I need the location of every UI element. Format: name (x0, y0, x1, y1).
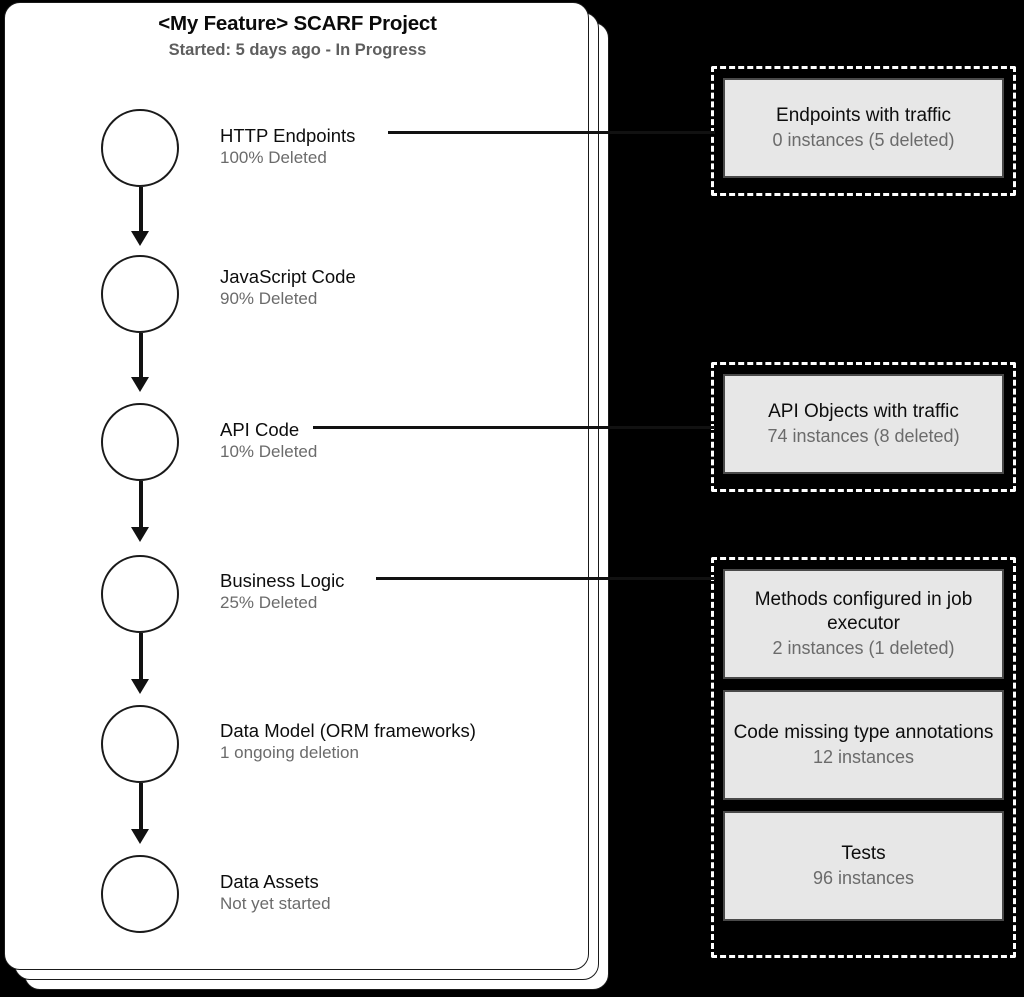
insight-group-api-objects[interactable]: API Objects with traffic 74 instances (8… (711, 362, 1016, 492)
project-card-front[interactable]: <My Feature> SCARF Project Started: 5 da… (4, 2, 589, 970)
stage-progress: 90% Deleted (220, 289, 318, 308)
stage-progress: 25% Deleted (220, 593, 318, 612)
pipeline-node-circle[interactable] (101, 403, 179, 481)
insight-box-api-objects-with-traffic[interactable]: API Objects with traffic 74 instances (8… (723, 374, 1004, 474)
insight-box-tests[interactable]: Tests 96 instances (723, 811, 1004, 921)
stage-progress: 1 ongoing deletion (220, 743, 359, 762)
insight-group-endpoints[interactable]: Endpoints with traffic 0 instances (5 de… (711, 66, 1016, 196)
project-card-stack: <My Feature> SCARF Project Started: 5 da… (4, 2, 609, 990)
pipeline-stage-javascript-code[interactable]: JavaScript Code 90% Deleted (220, 265, 356, 310)
insight-title: Methods configured in job executor (754, 589, 973, 634)
pipeline-node-circle[interactable] (101, 255, 179, 333)
insight-count: 12 instances (812, 747, 915, 767)
pipeline-arrow-head (131, 377, 149, 392)
pipeline-stage-data-assets[interactable]: Data Assets Not yet started (220, 870, 331, 915)
pipeline-arrow-shaft (138, 481, 143, 529)
pipeline-node-circle[interactable] (101, 855, 179, 933)
pipeline-arrow-shaft (138, 333, 143, 379)
pipeline-node-circle[interactable] (101, 109, 179, 187)
stage-name: JavaScript Code (220, 266, 356, 287)
stage-progress: 10% Deleted (220, 442, 318, 461)
leader-line-http-endpoints (388, 131, 715, 134)
leader-line-api-code (313, 426, 715, 429)
insight-box-code-missing-type-annotations[interactable]: Code missing type annotations 12 instanc… (723, 690, 1004, 800)
insight-count: 0 instances (5 deleted) (772, 130, 955, 150)
project-status-subtitle: Started: 5 days ago - In Progress (168, 41, 427, 59)
stage-name: Business Logic (220, 570, 345, 591)
pipeline-stage-http-endpoints[interactable]: HTTP Endpoints 100% Deleted (220, 124, 355, 169)
pipeline-arrow-shaft (138, 783, 143, 831)
insight-group-code-quality[interactable]: Methods configured in job executor 2 ins… (711, 557, 1016, 958)
stage-name: HTTP Endpoints (220, 125, 356, 146)
insight-title: Endpoints with traffic (776, 105, 951, 126)
pipeline-arrow-shaft (138, 187, 143, 233)
stage-name: Data Model (ORM frameworks) (220, 720, 476, 741)
insight-box-endpoints-with-traffic[interactable]: Endpoints with traffic 0 instances (5 de… (723, 78, 1004, 178)
pipeline-arrow-head (131, 679, 149, 694)
insight-title: Tests (841, 843, 886, 864)
pipeline-node-circle[interactable] (101, 705, 179, 783)
pipeline-stage-api-code[interactable]: API Code 10% Deleted (220, 418, 317, 463)
stage-name: API Code (220, 419, 300, 440)
page-title: <My Feature> SCARF Project (158, 12, 437, 35)
pipeline-arrow-shaft (138, 633, 143, 681)
stage-progress: 100% Deleted (220, 148, 327, 167)
insight-count: 74 instances (8 deleted) (767, 426, 960, 446)
stage-name: Data Assets (220, 871, 319, 892)
pipeline-arrow-head (131, 231, 149, 246)
stage-progress: Not yet started (220, 894, 331, 913)
insight-count: 96 instances (812, 868, 915, 888)
insight-count: 2 instances (1 deleted) (772, 638, 955, 658)
pipeline-stage-data-model[interactable]: Data Model (ORM frameworks) 1 ongoing de… (220, 719, 476, 764)
deletion-pipeline: HTTP Endpoints 100% Deleted JavaScript C… (5, 3, 588, 969)
pipeline-stage-business-logic[interactable]: Business Logic 25% Deleted (220, 569, 344, 614)
pipeline-node-circle[interactable] (101, 555, 179, 633)
leader-line-business-logic (376, 577, 715, 580)
insight-box-methods-in-job-executor[interactable]: Methods configured in job executor 2 ins… (723, 569, 1004, 679)
insight-title: API Objects with traffic (768, 401, 959, 422)
pipeline-arrow-head (131, 527, 149, 542)
project-header: <My Feature> SCARF Project Started: 5 da… (5, 11, 588, 61)
insight-title: Code missing type annotations (733, 722, 994, 743)
pipeline-arrow-head (131, 829, 149, 844)
